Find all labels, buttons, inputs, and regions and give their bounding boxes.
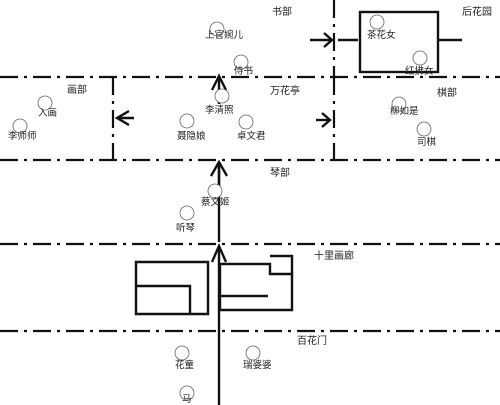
area-label-huabu: 画部 <box>67 83 87 96</box>
main-path <box>210 73 228 405</box>
person-label-siqi: 司棋 <box>417 136 437 148</box>
area-label-qinbu: 琴部 <box>270 166 290 179</box>
marker-ma <box>179 385 195 401</box>
person-label-shitong: 侍书 <box>234 66 254 77</box>
marker-zhuowenjun <box>238 114 254 130</box>
marker-ruiyaopo <box>245 345 261 361</box>
person-label-shangguan: 上官婉儿 <box>205 29 244 41</box>
marker-liurushi <box>391 96 407 112</box>
marker-shangguan <box>209 21 225 37</box>
marker-huatong <box>174 345 190 361</box>
person-label-liurushi: 柳如是 <box>390 105 419 117</box>
person-label-huatong: 花童 <box>175 359 195 371</box>
area-label-wanhuating: 万花亭 <box>270 84 300 97</box>
marker-liqingzhao <box>214 88 230 104</box>
marker-tingqin <box>179 205 195 221</box>
character-labels: 上官婉儿 茶花女 红拂女 侍书 入画 李师师 李清照 聂隐娘 卓文君 柳如是 司… <box>8 29 437 405</box>
marker-lishishi <box>12 118 28 134</box>
person-label-tingqin: 听琴 <box>176 223 196 234</box>
area-labels: 书部 后花园 画部 万花亭 棋部 琴部 十里画廊 百花门 <box>67 5 492 347</box>
person-label-lishishi: 李师师 <box>8 130 37 142</box>
character-markers <box>12 14 432 401</box>
area-label-baihuamen: 百花门 <box>297 334 327 347</box>
person-label-chahuanv: 茶花女 <box>367 29 396 41</box>
marker-chahuanv <box>369 14 385 30</box>
person-label-nieyinniang: 聂隐娘 <box>177 130 206 142</box>
marker-nieyinniang <box>179 113 195 129</box>
marker-ruhua <box>37 95 53 111</box>
person-label-zhuowenjun: 卓文君 <box>237 130 266 142</box>
gallery-buildings <box>134 254 294 316</box>
area-label-shiligalang: 十里画廊 <box>314 249 354 262</box>
area-label-houhuayuan: 后花园 <box>462 5 492 18</box>
person-label-liqingzhao: 李清照 <box>205 104 234 116</box>
person-label-hongfunv: 红拂女 <box>405 65 434 77</box>
person-label-ma: 马 <box>182 394 192 405</box>
person-label-ruhua: 入画 <box>38 108 57 119</box>
area-label-shubu: 书部 <box>272 5 292 18</box>
person-label-caiwenji: 蔡文姬 <box>201 196 230 208</box>
marker-siqi <box>416 121 432 137</box>
marker-caiwenji <box>207 183 223 199</box>
back-garden-building <box>358 10 462 74</box>
marker-shitong <box>233 54 249 70</box>
area-label-qibu: 棋部 <box>437 86 457 99</box>
person-label-ruiyaopo: 瑞婆婆 <box>243 359 272 371</box>
boundary-lines <box>0 0 500 333</box>
marker-hongfunv <box>412 50 428 66</box>
